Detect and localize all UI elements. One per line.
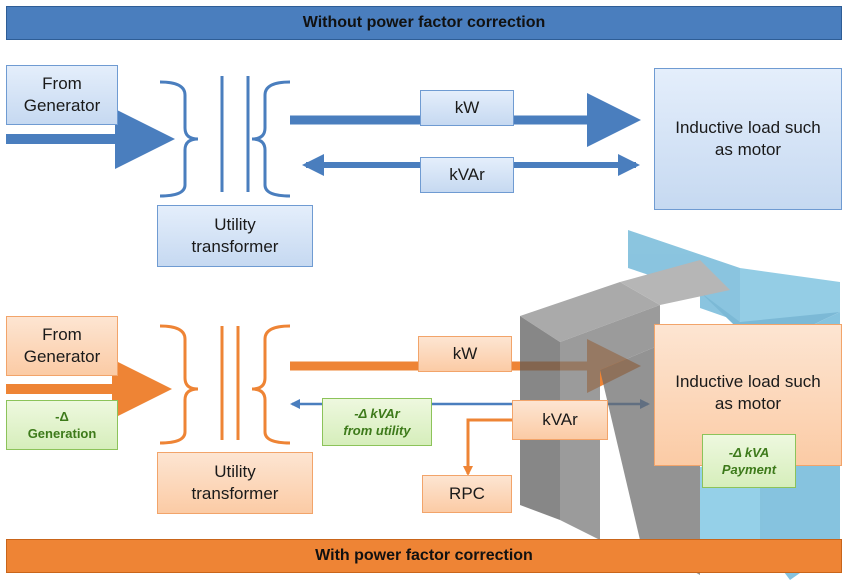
bottom-from-generator-box: From Generator xyxy=(6,316,118,376)
delta-kva-payment-badge: -Δ kVA Payment xyxy=(702,434,796,488)
delta-generation-badge: -Δ Generation xyxy=(6,400,118,450)
top-kvar-label: kVAr xyxy=(420,157,514,193)
banner-with-pfc-text: With power factor correction xyxy=(315,547,533,564)
delta-kvar-from-utility-badge: -Δ kVAr from utility xyxy=(322,398,432,446)
banner-without-pfc-text: Without power factor correction xyxy=(302,14,546,31)
bottom-transformer-symbol xyxy=(159,324,291,445)
banner-without-pfc: Without power factor correction xyxy=(6,6,842,40)
top-utility-transformer-box: Utility transformer xyxy=(157,205,313,267)
bottom-kw-label: kW xyxy=(418,336,512,372)
banner-with-pfc: With power factor correction xyxy=(6,539,842,573)
rpc-branch-arrow xyxy=(463,418,520,476)
top-from-generator-box: From Generator xyxy=(6,65,118,125)
rpc-box: RPC xyxy=(422,475,512,513)
top-inductive-load-box: Inductive load such as motor xyxy=(654,68,842,210)
top-kw-label: kW xyxy=(420,90,514,126)
top-transformer-symbol xyxy=(159,76,291,198)
bottom-utility-transformer-box: Utility transformer xyxy=(157,452,313,514)
bottom-kvar-label: kVAr xyxy=(512,400,608,440)
